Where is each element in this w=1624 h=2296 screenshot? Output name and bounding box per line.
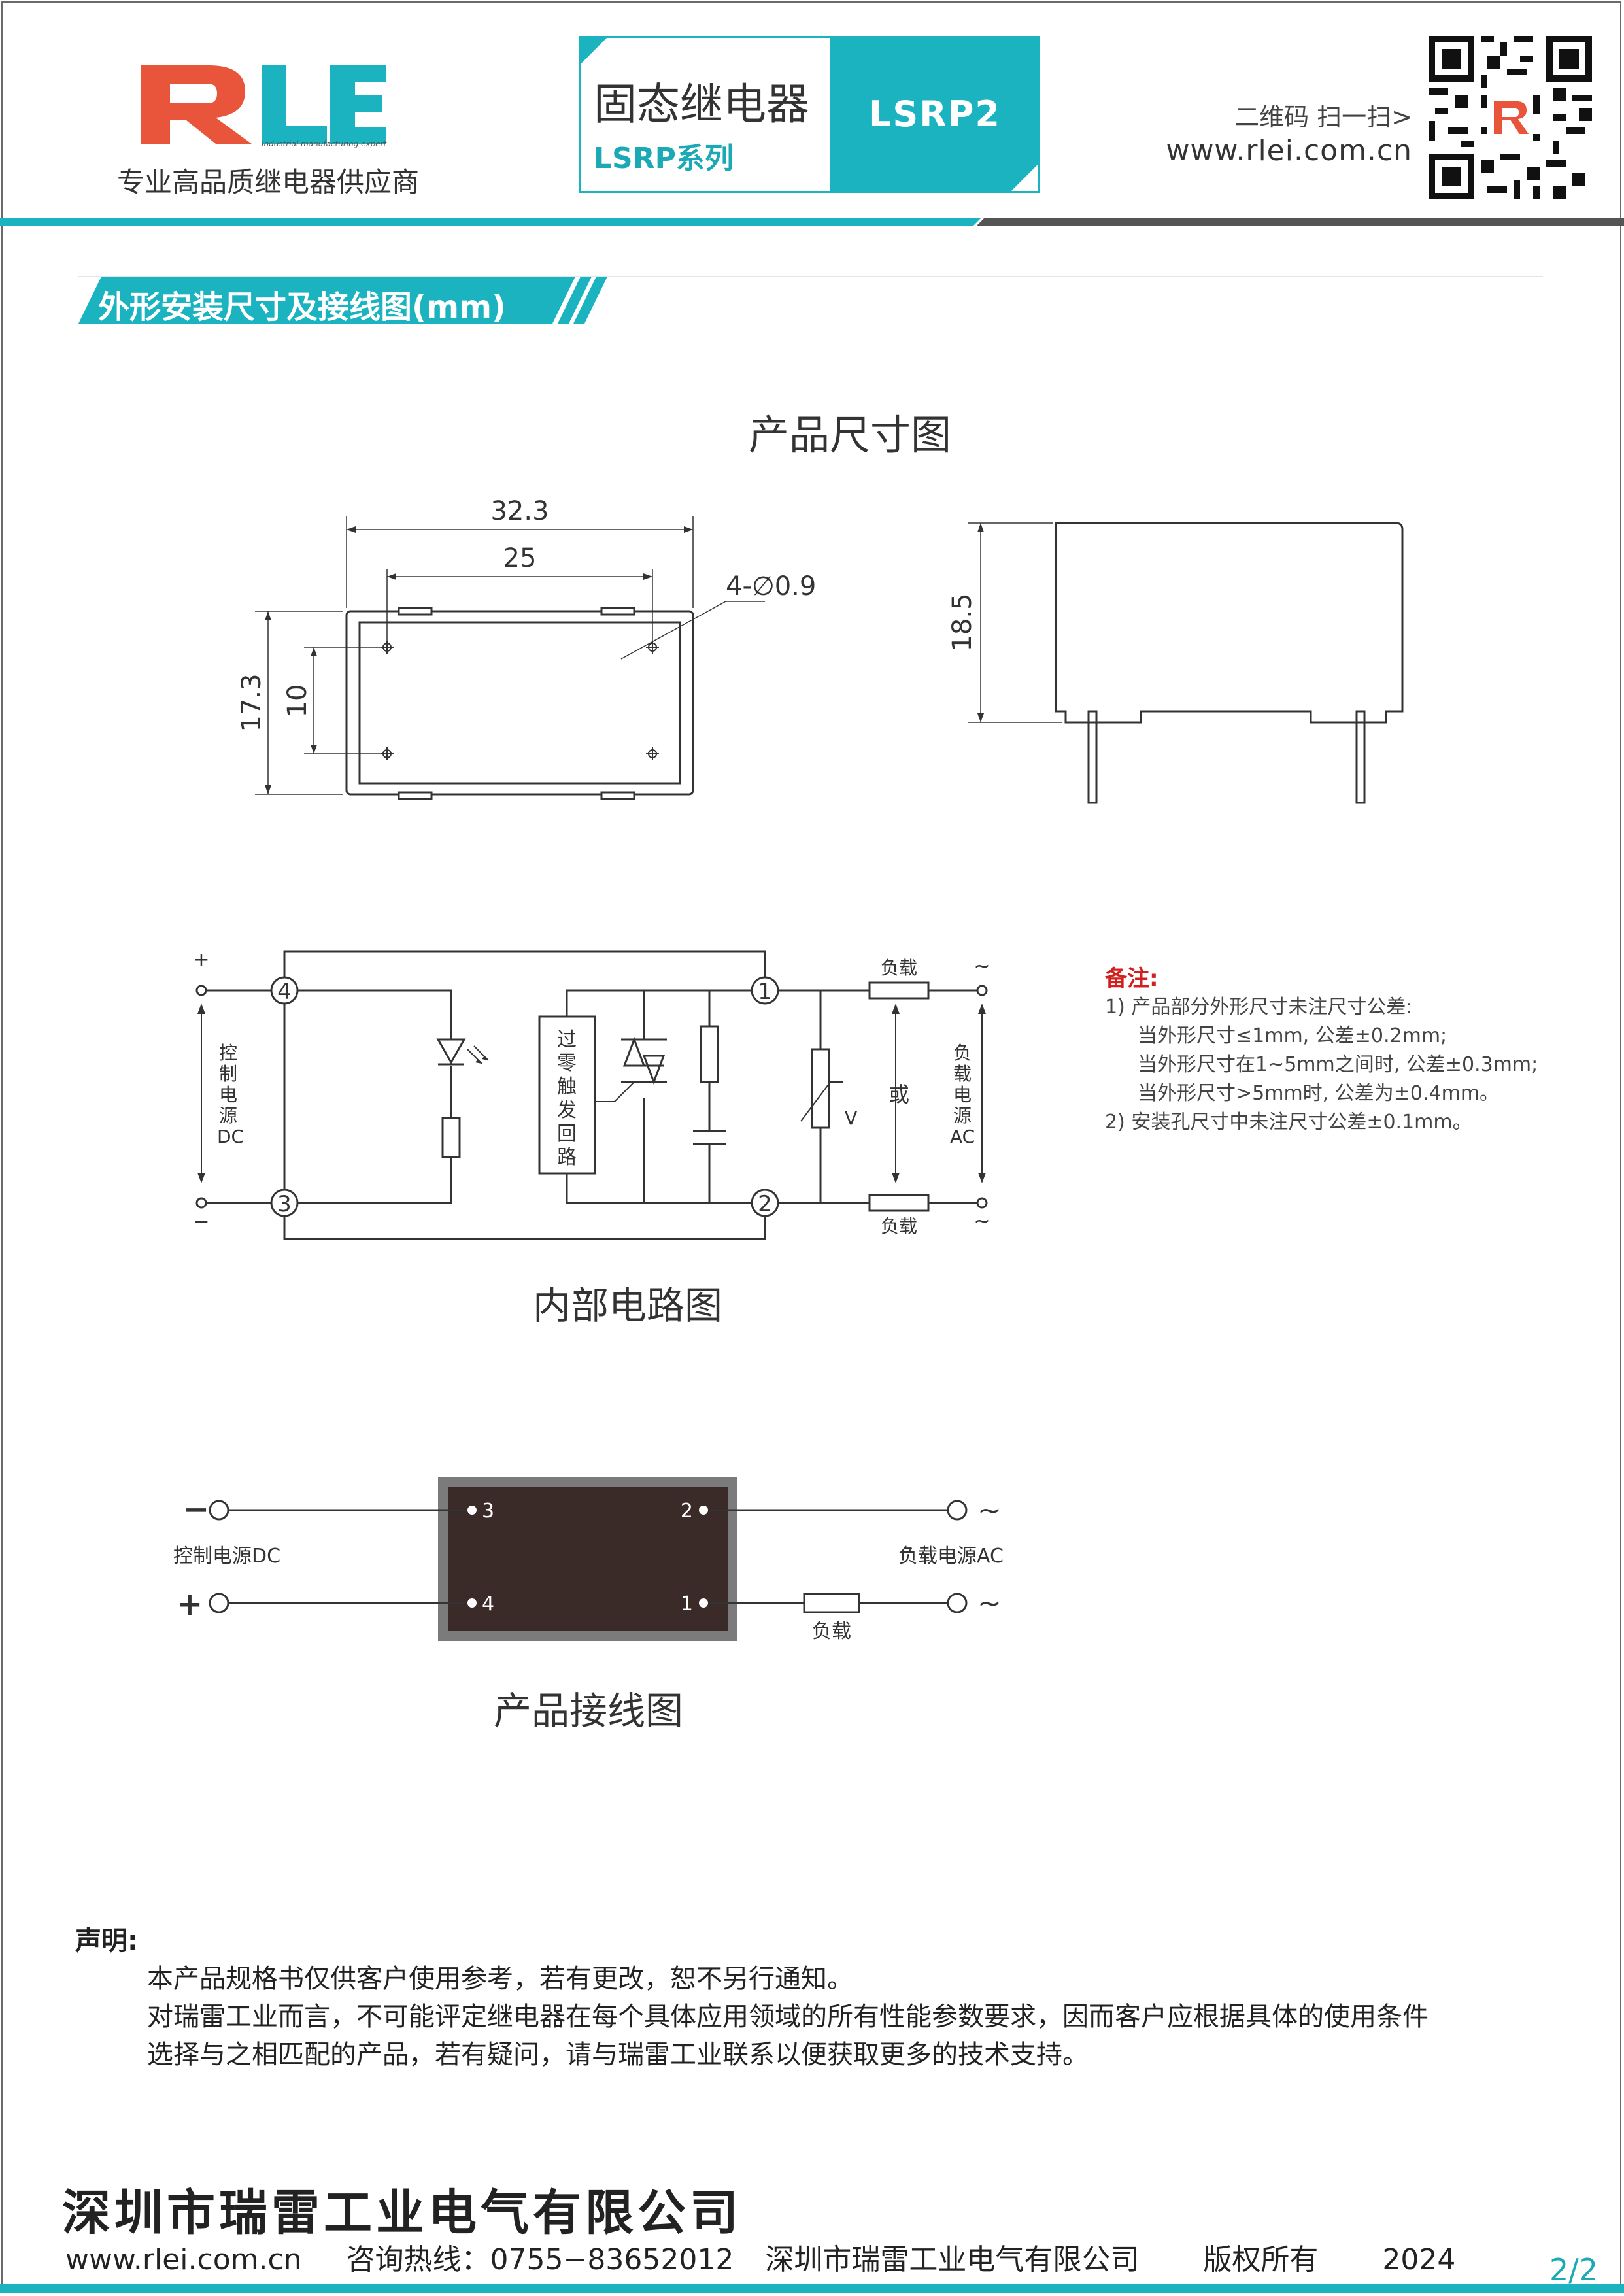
page-number: 2/2 [1549,2252,1599,2288]
qr-code[interactable] [1429,36,1592,199]
logo-tagline: 专业高品质继电器供应商 [116,166,419,198]
note-line: 当外形尺寸≤1mm, 公差±0.2mm; [1138,1024,1447,1047]
or-label: 或 [888,1082,909,1107]
footer-hotline: 咨询热线：0755−83652012 [346,2243,734,2276]
control-label-3: 电 [219,1084,237,1106]
wiring-diagram: 3 4 2 1 − + 控制电源DC 负载电源AC 负载 ~ ~ [173,1477,1004,1643]
internal-circuit-diagram: 4 3 1 2 V + − 控 制 电 源 DC 过 零 [193,949,990,1240]
wiring-pin-2: 2 [681,1500,693,1523]
varistor-v-label: V [845,1107,857,1129]
declaration-line: 选择与之相匹配的产品，若有疑问，请与瑞雷工业联系以便获取更多的技术支持。 [147,2040,1089,2070]
wiring-load-supply: 负载电源AC [898,1545,1004,1568]
circuit-pin-4: 4 [277,979,292,1005]
product-series: LSRP系列 [594,142,734,175]
load-label-bottom: 负载 [881,1215,917,1237]
wiring-control-supply: 控制电源DC [173,1545,280,1568]
rlei-logo: Industrial manufacturing expert [141,65,388,148]
footer-bar [0,2284,1624,2293]
footer-company-short: 深圳市瑞雷工业电气有限公司 [765,2243,1140,2276]
circuit-minus: − [193,1210,209,1233]
wiring-pin-3: 3 [482,1500,494,1523]
declaration-title: 声明: [75,1926,138,1956]
load-supply-3: 电 [953,1084,972,1106]
declaration-line: 本产品规格书仅供客户使用参考，若有更改，恕不另行通知。 [147,1964,853,1994]
footer-rights: 版权所有 [1203,2243,1319,2276]
logo-subtext: Industrial manufacturing expert [262,139,388,148]
load-supply-4: 源 [953,1105,972,1126]
note-line: 当外形尺寸在1~5mm之间时, 公差±0.3mm; [1138,1053,1538,1076]
declaration-line: 对瑞雷工业而言，不可能评定继电器在每个具体应用领域的所有性能参数要求，因而客户应… [147,2002,1429,2032]
wiring-pin-1: 1 [681,1593,693,1615]
corner-mark-top [581,38,607,64]
model-number: LSRP2 [868,93,1002,135]
footer-info-line: www.rlei.com.cn 咨询热线：0755−83652012 深圳市瑞雷… [65,2236,1455,2278]
logo-letter-l [262,65,327,144]
circuit-pin-2: 2 [758,1191,772,1217]
qr-logo-r [1494,101,1529,134]
product-name: 固态继电器 [594,79,809,129]
circuit-pin-1: 1 [758,979,772,1005]
note-line: 当外形尺寸>5mm时, 公差为±0.4mm。 [1138,1082,1500,1105]
load-supply-2: 载 [953,1063,972,1085]
declaration-block: 声明: 本产品规格书仅供客户使用参考，若有更改，恕不另行通知。 对瑞雷工业而言，… [75,1922,1579,2074]
zero-cross-4: 发 [557,1099,577,1122]
wiring-pin-4: 4 [482,1593,494,1615]
control-label-5: DC [217,1126,244,1147]
wiring-load: 负载 [812,1620,851,1643]
dim-hole-spacing-y: 10 [282,684,313,718]
load-supply-5: AC [950,1126,975,1147]
header-divider [0,218,1624,226]
logo-letter-e [330,65,386,144]
wiring-tilde-top: ~ [977,1494,1002,1527]
control-label-2: 制 [219,1063,237,1085]
side-view-drawing: 18.5 [947,522,1404,804]
logo-letter-r [141,65,252,144]
zero-cross-1: 过 [557,1028,577,1051]
model-block: LSRP2 [830,38,1040,191]
note-line: 1) 产品部分外形尺寸未注尺寸公差: [1105,996,1413,1019]
note-line: 2) 安装孔尺寸中未注尺寸公差±0.1mm。 [1105,1111,1472,1134]
wiring-diagram-title: 产品接线图 [493,1689,683,1733]
footer-year: 2024 [1382,2243,1456,2276]
zero-cross-3: 触 [557,1075,577,1098]
top-view-drawing: 32.3 25 4-∅0.9 17.3 10 [237,496,816,800]
product-title-box: 固态继电器 LSRP系列 LSRP2 [579,36,1040,193]
dim-hole-spacing-x: 25 [503,543,537,573]
circuit-plus: + [193,949,209,971]
dim-holes: 4-∅0.9 [726,571,816,601]
dimension-drawing-title: 产品尺寸图 [748,411,951,459]
circuit-pin-3: 3 [277,1191,292,1217]
wiring-minus: − [183,1491,209,1528]
section-title: 外形安装尺寸及接线图(mm) [98,289,506,326]
tilde-top: ~ [973,955,990,978]
tilde-bottom: ~ [973,1210,990,1233]
wiring-plus: + [177,1586,203,1623]
qr-label: 二维码 扫一扫> [1234,103,1412,131]
zero-cross-6: 路 [557,1146,577,1169]
internal-circuit-title: 内部电路图 [532,1283,722,1328]
load-supply-1: 负 [953,1042,972,1064]
control-label-1: 控 [219,1042,237,1064]
header-website[interactable]: www.rlei.com.cn [1166,134,1412,167]
footer-company: 深圳市瑞雷工业电气有限公司 [62,2185,742,2241]
dim-overall-width: 32.3 [490,496,549,526]
zero-cross-5: 回 [557,1123,577,1145]
control-label-4: 源 [219,1105,237,1126]
notes-block: 备注: 1) 产品部分外形尺寸未注尺寸公差: 当外形尺寸≤1mm, 公差±0.2… [1105,964,1602,1137]
corner-mark-bottom [1011,165,1038,191]
load-label-top: 负载 [881,957,917,979]
dim-side-height: 18.5 [947,593,977,651]
dim-overall-height: 17.3 [237,673,267,732]
notes-title: 备注: [1105,966,1159,992]
footer-website[interactable]: www.rlei.com.cn [65,2243,302,2276]
zero-cross-2: 零 [557,1052,577,1075]
wiring-tilde-bottom: ~ [977,1587,1002,1620]
section-header-bar [78,276,1543,324]
